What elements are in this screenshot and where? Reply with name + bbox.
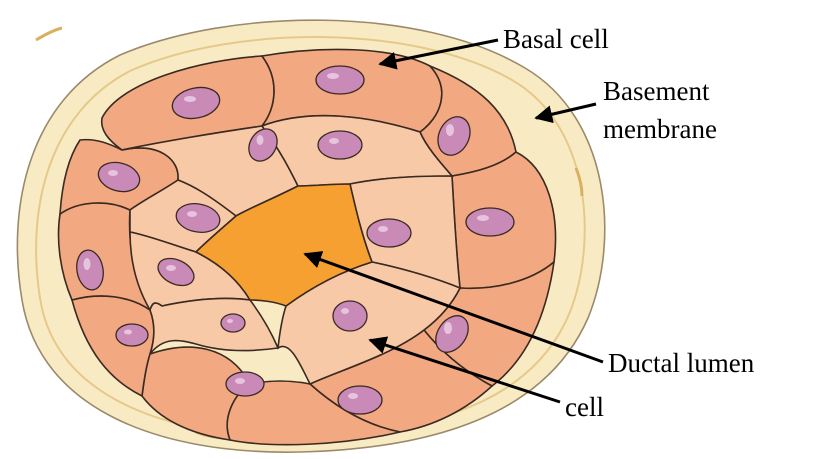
nucleus	[116, 324, 148, 346]
nucleolus	[341, 308, 349, 314]
nucleolus	[348, 393, 358, 399]
nucleolus	[84, 258, 91, 270]
label-basement-membrane-line1: Basement	[603, 76, 710, 106]
nucleolus	[327, 73, 339, 79]
nucleolus	[108, 170, 118, 176]
nucleus	[318, 131, 362, 159]
nucleolus	[184, 96, 196, 102]
nucleolus	[329, 138, 339, 144]
nucleolus	[444, 322, 452, 334]
nucleolus	[124, 330, 132, 335]
nucleolus	[227, 319, 233, 323]
nucleolus	[257, 135, 264, 145]
nucleolus	[187, 211, 197, 217]
label-basal-cell: Basal cell	[503, 24, 609, 54]
nucleus	[367, 219, 411, 247]
nucleus	[333, 301, 367, 331]
nucleolus	[477, 215, 489, 221]
nucleolus	[446, 124, 454, 136]
nucleolus	[235, 378, 245, 384]
label-cell: cell	[565, 392, 604, 422]
nucleus	[338, 386, 382, 414]
membrane-fiber	[36, 28, 62, 40]
label-ductal-lumen: Ductal lumen	[608, 348, 755, 378]
label-basement-membrane-line2: membrane	[603, 114, 717, 144]
nucleus	[466, 208, 514, 236]
nucleus	[316, 66, 364, 94]
nucleus	[226, 372, 264, 396]
nucleolus	[166, 265, 176, 271]
nucleolus	[378, 226, 388, 232]
nucleus	[221, 314, 245, 332]
